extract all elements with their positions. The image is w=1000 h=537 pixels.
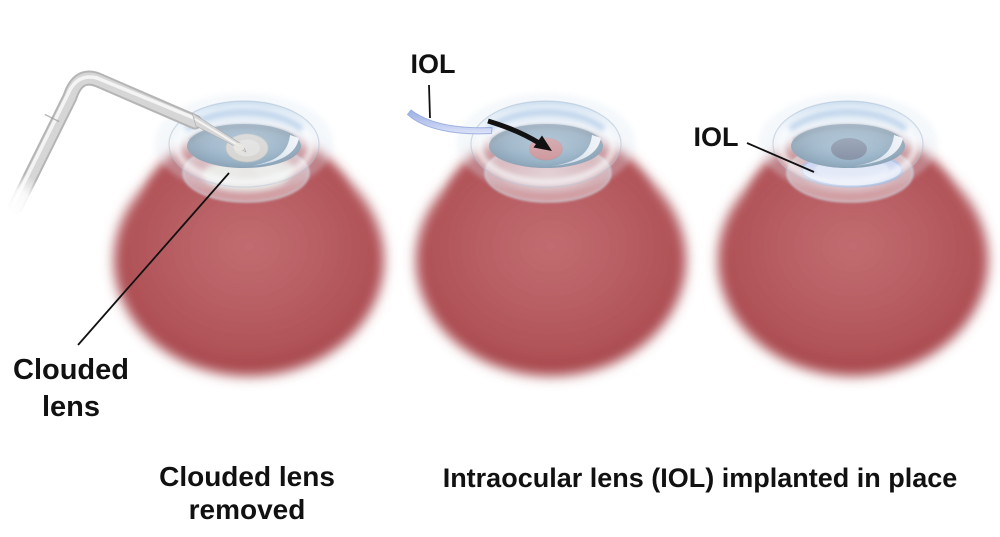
iol-lens-floating — [407, 109, 493, 135]
eye-left — [114, 93, 384, 376]
caption-left-line2: removed — [188, 494, 306, 525]
iol-right-leader-line — [746, 142, 815, 173]
iol-middle-leader-line — [428, 84, 431, 119]
insertion-arrow-head — [533, 135, 552, 151]
clouded-lens-label-line2: lens — [41, 391, 101, 423]
iol-label-right: IOL — [693, 122, 739, 152]
eye-right — [718, 93, 988, 376]
clouded-lens-leader-line — [77, 172, 230, 346]
iol-insertion-group — [407, 84, 552, 151]
probe-handle-seam — [44, 113, 60, 123]
probe-handle-fade — [0, 172, 52, 252]
clouded-lens-label: Clouded lens — [6, 352, 136, 426]
eye-middle — [416, 93, 686, 376]
caption-iol-implanted: Intraocular lens (IOL) implanted in plac… — [442, 463, 958, 493]
phaco-probe-icon — [0, 70, 247, 252]
clouded-lens-label-line1: Clouded — [13, 354, 129, 386]
caption-clouded-lens-removed: Clouded lens removed — [122, 460, 372, 526]
caption-left-line1: Clouded lens — [159, 461, 335, 492]
insertion-arrow-shaft — [487, 118, 541, 146]
cornea-dome — [758, 93, 938, 193]
iol-label-middle: IOL — [410, 49, 456, 79]
